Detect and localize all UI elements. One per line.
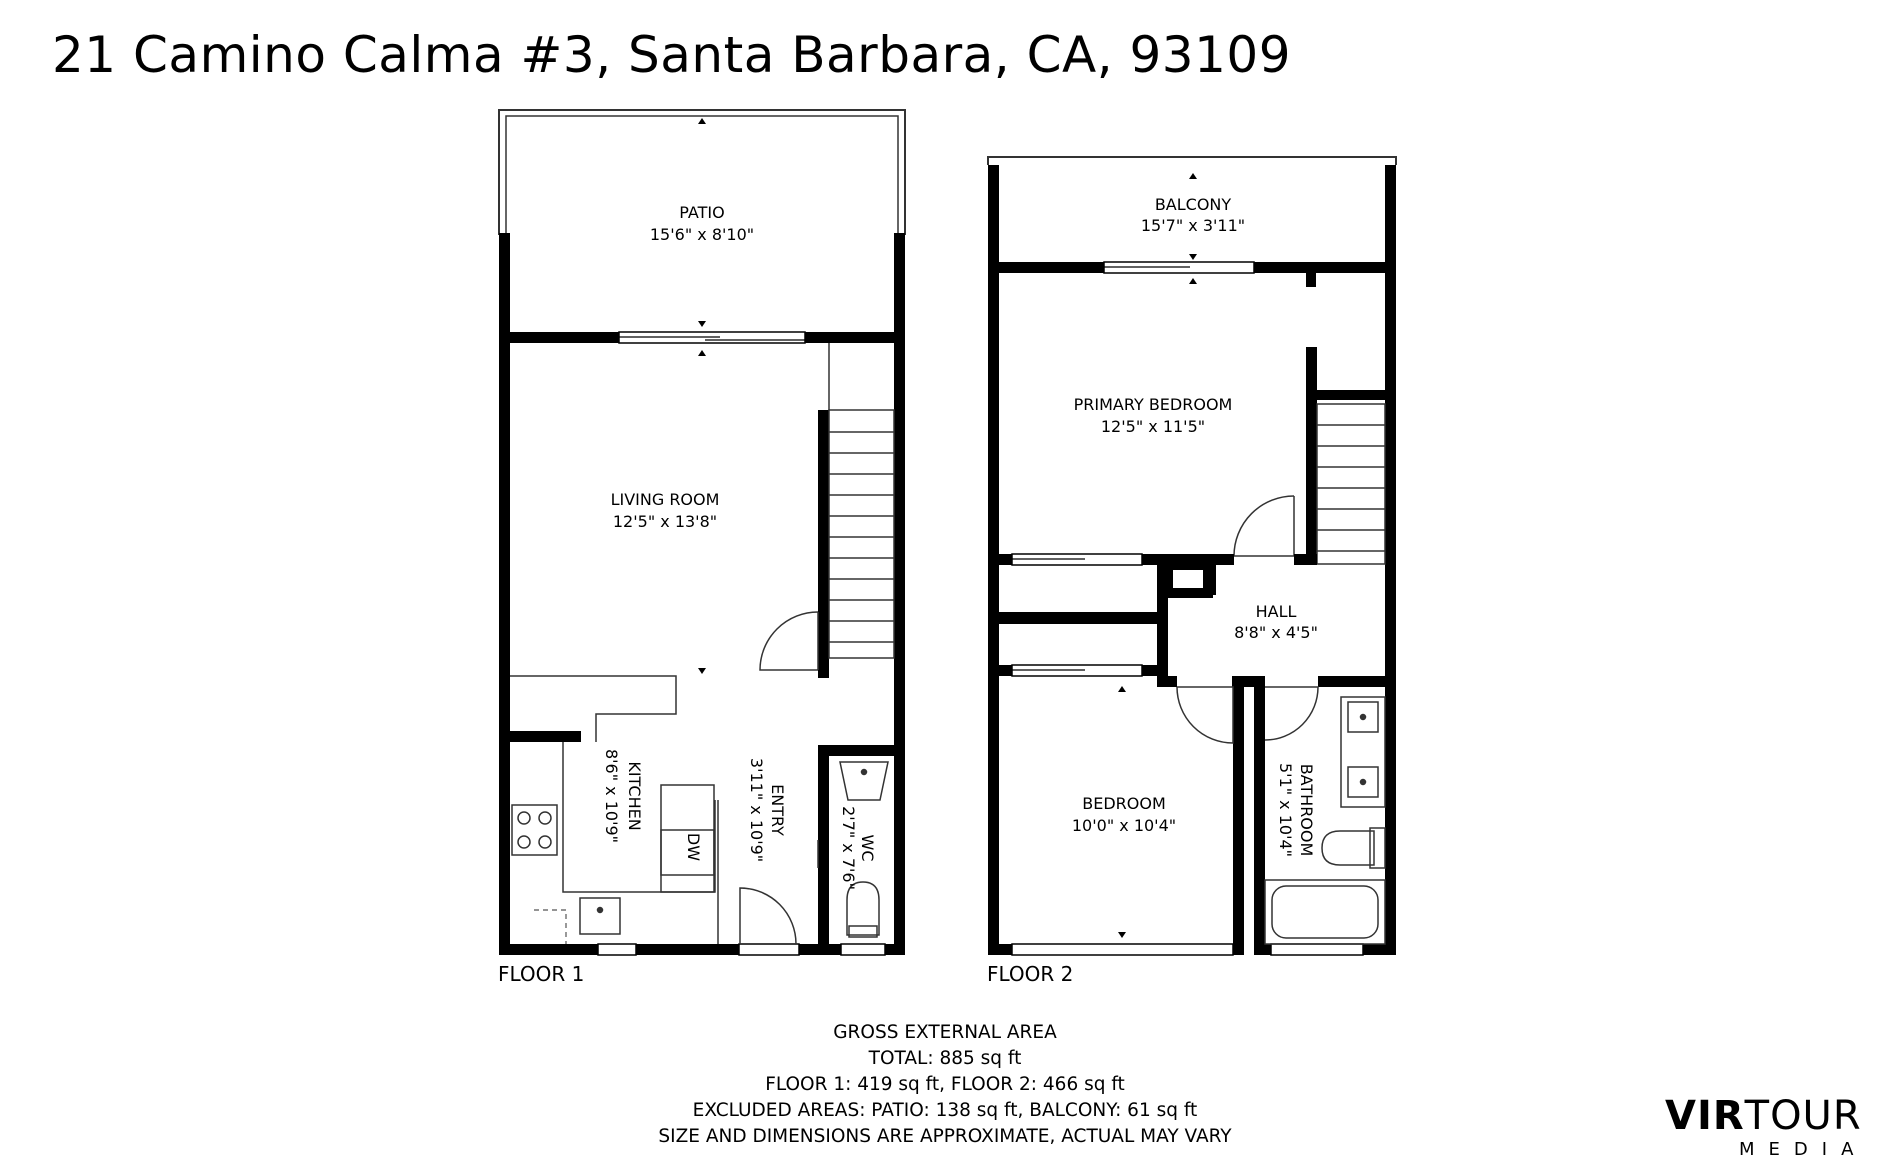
wall <box>1233 676 1244 955</box>
wall <box>988 944 1012 955</box>
window <box>840 943 886 956</box>
vanity <box>1340 696 1386 808</box>
property-address: 21 Camino Calma #3, Santa Barbara, CA, 9… <box>52 26 1292 84</box>
room-name-bathroom: BATHROOM <box>1297 764 1316 857</box>
wall <box>1232 676 1264 687</box>
door-swing <box>1233 495 1295 557</box>
wall <box>1142 665 1168 676</box>
logo-bold-text: VIR <box>1665 1093 1745 1139</box>
wall <box>1294 554 1317 565</box>
floor-1-plan: DW <box>498 109 906 956</box>
wall <box>894 233 905 955</box>
dishwasher-label: DW <box>684 833 703 861</box>
room-dims-entry: 3'11" x 10'9" <box>747 758 766 862</box>
room-name-kitchen: KITCHEN <box>625 761 644 830</box>
wall <box>1254 676 1265 955</box>
patio-outline <box>498 109 906 235</box>
wall <box>1385 165 1396 955</box>
wall <box>1306 347 1317 563</box>
door-swing <box>1264 686 1319 741</box>
room-name-balcony: BALCONY <box>1155 195 1232 214</box>
patio-outline-inner <box>505 115 899 235</box>
wall <box>636 944 739 955</box>
staircase <box>1316 403 1386 565</box>
room-dims-bathroom: 5'1" x 10'4" <box>1276 763 1295 857</box>
wall <box>499 731 581 742</box>
kitchen-sink-icon <box>579 897 621 935</box>
room-name-living-room: LIVING ROOM <box>611 490 720 509</box>
balcony-outline <box>987 156 1397 165</box>
room-dims-kitchen: 8'6" x 10'9" <box>602 749 621 843</box>
virtour-logo: VIRTOUR MEDIA <box>1665 1093 1890 1160</box>
staircase <box>828 409 895 659</box>
room-dims-bedroom: 10'0" x 10'4" <box>1072 816 1176 835</box>
floor-2-label: FLOOR 2 <box>987 962 1074 986</box>
sink-icon <box>839 761 889 801</box>
wall <box>499 332 619 343</box>
room-dims-patio: 15'6" x 8'10" <box>650 225 754 244</box>
wall <box>1306 390 1396 400</box>
island <box>660 784 715 893</box>
area-excluded: EXCLUDED AREAS: PATIO: 138 sq ft, BALCON… <box>692 1100 1198 1121</box>
room-dims-primary-bedroom: 12'5" x 11'5" <box>1101 417 1205 436</box>
room-name-entry: ENTRY <box>768 784 787 836</box>
window <box>1270 943 1364 956</box>
wall <box>1142 554 1234 565</box>
wall <box>499 944 598 955</box>
wall <box>818 745 829 950</box>
room-name-bedroom: BEDROOM <box>1082 794 1166 813</box>
wall <box>1254 262 1396 273</box>
wall <box>988 612 1168 624</box>
wall <box>1318 676 1396 687</box>
bathtub-icon <box>1264 879 1386 945</box>
floor-1-label: FLOOR 1 <box>498 962 585 986</box>
toilet-icon <box>1321 827 1386 869</box>
room-labels: PATIO 15'6" x 8'10" LIVING ROOM 12'5" x … <box>602 195 1318 890</box>
floor-2-plan <box>987 156 1397 956</box>
area-heading: GROSS EXTERNAL AREA <box>833 1022 1057 1043</box>
area-summary: GROSS EXTERNAL AREA TOTAL: 885 sq ft FLO… <box>545 1020 1345 1150</box>
window <box>1011 943 1234 956</box>
window <box>597 943 637 956</box>
toilet-icon <box>846 881 880 938</box>
room-name-wc: WC <box>858 835 877 862</box>
wall <box>885 944 905 955</box>
room-dims-living-room: 12'5" x 13'8" <box>613 512 717 531</box>
stove-icon <box>511 804 558 856</box>
door-swing <box>739 887 797 945</box>
wall <box>818 410 829 678</box>
wall <box>988 665 1012 676</box>
room-dims-wc: 2'7" x 7'6" <box>839 806 858 890</box>
room-name-patio: PATIO <box>679 203 724 222</box>
wall <box>1265 944 1271 955</box>
room-dims-hall: 8'8" x 4'5" <box>1234 623 1318 642</box>
wall <box>1363 944 1396 955</box>
area-floors: FLOOR 1: 419 sq ft, FLOOR 2: 466 sq ft <box>765 1074 1125 1095</box>
wall <box>805 332 905 343</box>
door-swing <box>759 611 819 671</box>
front-door-opening <box>738 943 800 956</box>
counter <box>562 742 716 893</box>
logo-light-text: TOUR <box>1744 1093 1862 1139</box>
dimension-markers <box>698 118 1197 938</box>
wall <box>988 262 1104 273</box>
room-dims-balcony: 15'7" x 3'11" <box>1141 216 1245 235</box>
wall <box>988 554 1012 565</box>
wall <box>1157 676 1177 687</box>
logo-sub-text: MEDIA <box>1739 1139 1868 1160</box>
area-disclaimer: SIZE AND DIMENSIONS ARE APPROXIMATE, ACT… <box>658 1126 1232 1147</box>
counter <box>510 675 677 742</box>
area-total: TOTAL: 885 sq ft <box>868 1048 1022 1069</box>
door-swing <box>1176 686 1234 744</box>
wall <box>829 745 905 756</box>
room-name-hall: HALL <box>1256 602 1297 621</box>
wall <box>499 233 510 955</box>
room-name-primary-bedroom: PRIMARY BEDROOM <box>1074 395 1233 414</box>
